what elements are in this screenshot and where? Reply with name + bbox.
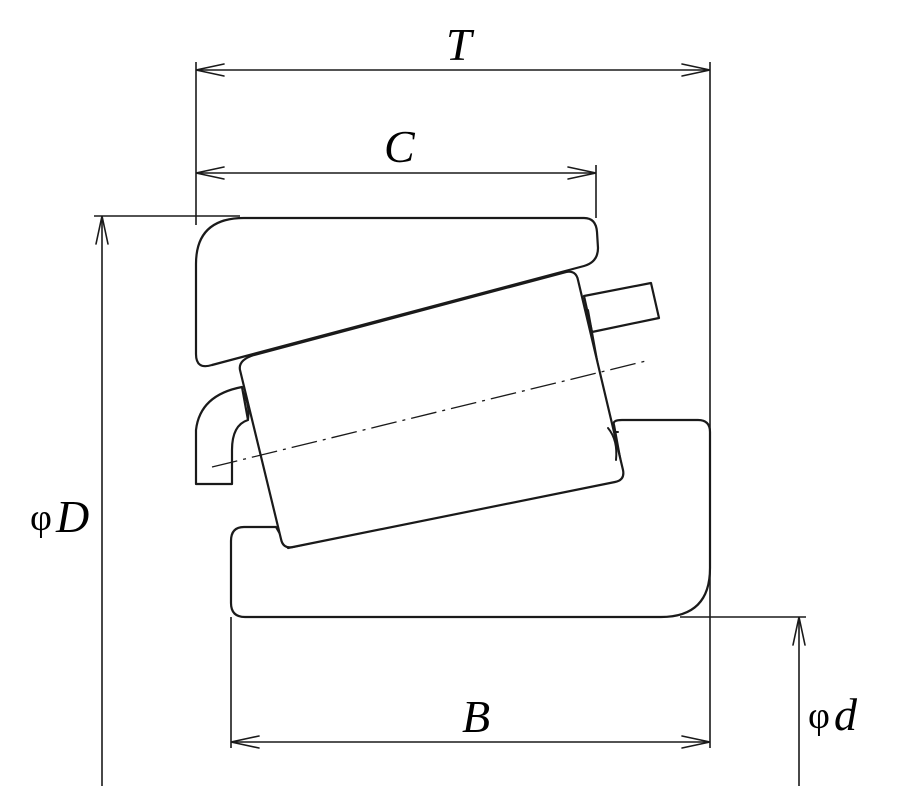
dimension-b: B: [230, 691, 711, 749]
tapered-roller: [238, 270, 625, 549]
label-t: T: [446, 19, 475, 70]
dimension-c: C: [195, 121, 597, 180]
roller-axis-centerline: [211, 360, 647, 468]
arrow-right-t: [681, 63, 711, 77]
label-d-outer: D: [55, 491, 89, 542]
arrow-left-t: [195, 63, 225, 77]
dimension-bore-diameter: φ d: [792, 616, 858, 786]
arrow-right-b: [681, 735, 711, 749]
dimension-t: T: [195, 19, 711, 77]
cage-right-tab: [582, 281, 661, 334]
label-c: C: [384, 121, 416, 172]
cage-left-hook: [194, 385, 250, 486]
label-b: B: [462, 691, 490, 742]
arrow-left-c: [195, 166, 225, 180]
label-d-bore: d: [834, 689, 858, 740]
label-phi-outer: φ: [30, 497, 52, 539]
arrow-top-bore-diameter: [792, 616, 806, 646]
dimension-outer-diameter: φ D: [30, 215, 109, 786]
inner-ring-cone: [229, 418, 712, 619]
arrow-right-c: [567, 166, 597, 180]
arrow-left-b: [230, 735, 260, 749]
outer-ring-cup: [194, 216, 600, 368]
arrow-top-outer-diameter: [95, 215, 109, 245]
roller-relief-right: [607, 427, 618, 461]
extension-lines: [94, 62, 806, 748]
roller-relief-left: [242, 391, 250, 421]
label-phi-bore: φ: [808, 695, 830, 737]
